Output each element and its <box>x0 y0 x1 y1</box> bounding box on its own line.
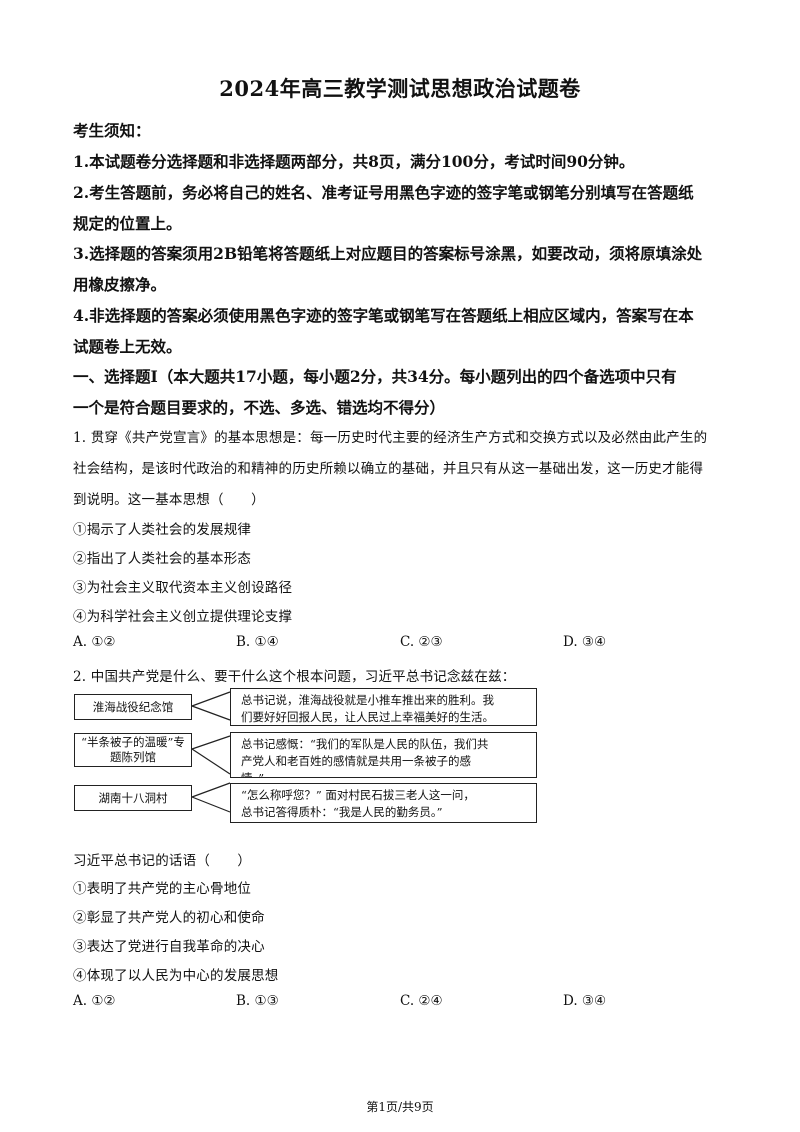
q1-option-b: B. ①④ <box>236 634 279 650</box>
diagram-label-huaihai: 淮海战役纪念馆 <box>74 694 192 720</box>
connector-line <box>191 735 231 750</box>
q1-stem-line: 到说明。这一基本思想（ ） <box>73 492 265 508</box>
q1-item: ①揭示了人类社会的发展规律 <box>73 522 252 538</box>
q1-stem-line: 社会结构，是该时代政治的和精神的历史所赖以确立的基础，并且只有从这一基础出发，这… <box>73 461 704 477</box>
quote-line: 情。” <box>241 771 265 778</box>
diagram-quote-shibadong: “怎么称呼您？” 面对村民石拔三老人这一问， 总书记答得质朴：“我是人民的勤务员… <box>230 783 537 823</box>
q1-option-c: C. ②③ <box>400 634 443 650</box>
q2-option-a: A. ①② <box>73 993 116 1009</box>
connector-line <box>191 782 231 798</box>
section-heading-cont: 一个是符合题目要求的，不选、多选、错选均不得分） <box>73 398 446 417</box>
notice-heading: 考生须知： <box>73 121 151 140</box>
notice-line: 1.本试题卷分选择题和非选择题两部分，共8页，满分100分，考试时间90分钟。 <box>73 152 635 171</box>
notice-line: 2.考生答题前，务必将自己的姓名、准考证号用黑色字迹的签字笔或钢笔分别填写在答题… <box>73 183 694 202</box>
diagram-quote-huaihai: 总书记说，淮海战役就是小推车推出来的胜利。我 们要好好回报人民，让人民过上幸福美… <box>230 688 537 726</box>
q1-item: ②指出了人类社会的基本形态 <box>73 551 252 567</box>
q1-stem-line: 1. 贯穿《共产党宣言》的基本思想是：每一历史时代主要的经济生产方式和交换方式以… <box>73 430 708 446</box>
q2-question: 习近平总书记的话语（ ） <box>73 853 252 869</box>
q1-option-d: D. ③④ <box>563 634 607 650</box>
notice-line: 试题卷上无效。 <box>73 337 182 356</box>
quote-line: 总书记答得质朴：“我是人民的勤务员。” <box>241 805 443 819</box>
connector-line <box>191 748 231 775</box>
q2-option-d: D. ③④ <box>563 993 607 1009</box>
quote-line: 们要好好回报人民，让人民过上幸福美好的生活。 <box>241 710 494 724</box>
page-title: 2024年高三教学测试思想政治试题卷 <box>219 76 581 101</box>
section-heading: 一、选择题Ⅰ（本大题共17小题，每小题2分，共34分。每小题列出的四个备选项中只… <box>73 367 677 386</box>
quote-line: 产党人和老百姓的感情就是共用一条被子的感 <box>241 754 471 768</box>
notice-line: 用橡皮擦净。 <box>73 275 167 294</box>
q2-item: ②彰显了共产党人的初心和使命 <box>73 910 265 926</box>
q1-item: ④为科学社会主义创立提供理论支撑 <box>73 609 293 625</box>
diagram-label-banjiebeizi: “半条被子的温暖”专题陈列馆 <box>74 733 192 767</box>
diagram-label-shibadong: 湖南十八洞村 <box>74 785 192 811</box>
q2-option-b: B. ①③ <box>236 993 279 1009</box>
quote-line: 总书记感慨：“我们的军队是人民的队伍，我们共 <box>241 737 489 751</box>
q2-option-c: C. ②④ <box>400 993 443 1009</box>
q2-item: ③表达了党进行自我革命的决心 <box>73 939 265 955</box>
q2-item: ①表明了共产党的主心骨地位 <box>73 881 252 897</box>
connector-line <box>191 705 231 721</box>
quote-line: 总书记说，淮海战役就是小推车推出来的胜利。我 <box>241 693 494 707</box>
page-footer: 第1页/共9页 <box>366 1100 434 1114</box>
notice-line: 3.选择题的答案须用2B铅笔将答题纸上对应题目的答案标号涂黑，如要改动，须将原填… <box>73 244 703 263</box>
connector-line <box>191 691 231 707</box>
q1-option-a: A. ①② <box>73 634 116 650</box>
notice-line: 规定的位置上。 <box>73 214 182 233</box>
q2-item: ④体现了以人民为中心的发展思想 <box>73 968 279 984</box>
notice-line: 4.非选择题的答案必须使用黑色字迹的签字笔或钢笔写在答题纸上相应区域内，答案写在… <box>73 306 694 325</box>
q1-item: ③为社会主义取代资本主义创设路径 <box>73 580 293 596</box>
connector-line <box>191 796 231 813</box>
q2-stem: 2. 中国共产党是什么、要干什么这个根本问题，习近平总书记念兹在兹： <box>73 669 516 685</box>
diagram-quote-banjiebeizi: 总书记感慨：“我们的军队是人民的队伍，我们共 产党人和老百姓的感情就是共用一条被… <box>230 732 537 778</box>
quote-line: “怎么称呼您？” 面对村民石拔三老人这一问， <box>241 788 475 802</box>
